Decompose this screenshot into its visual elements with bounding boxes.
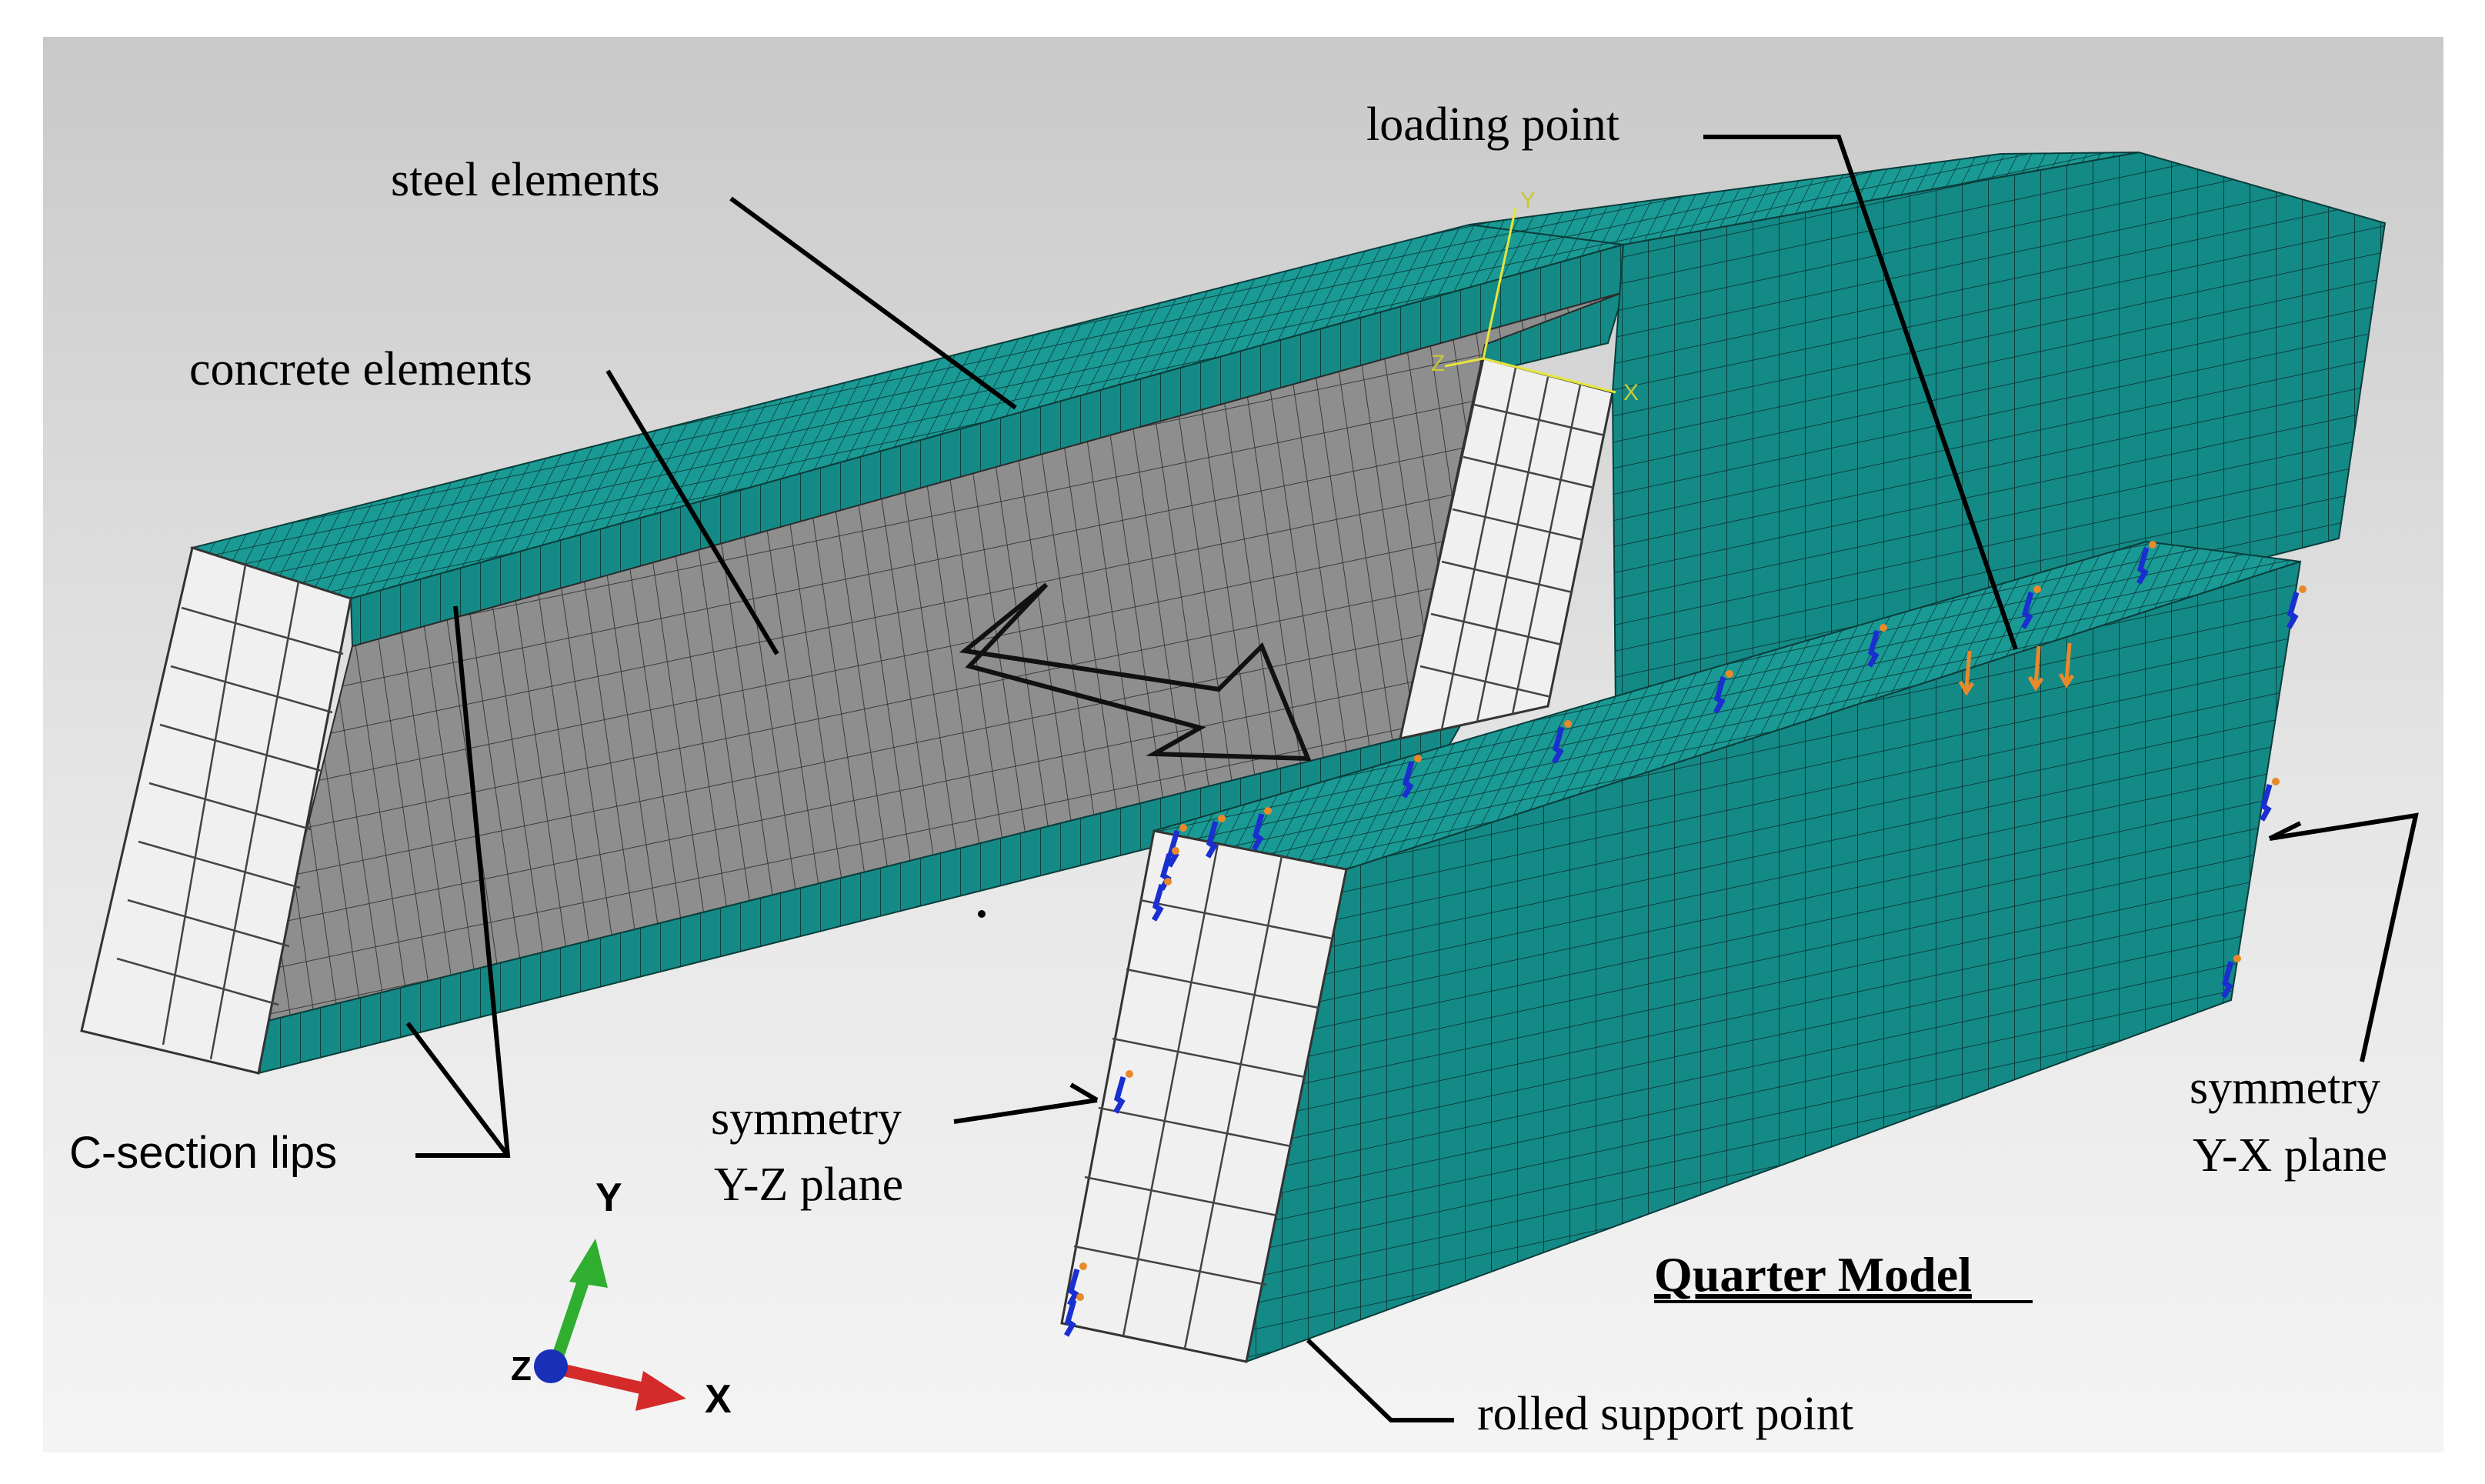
- beam-end-face: [80, 546, 352, 1075]
- leader-lines: [405, 135, 2419, 1422]
- triad-x-shaft: [552, 1362, 655, 1397]
- bc-constraint-marker: [1112, 1076, 1126, 1114]
- loading-leader: [1703, 135, 2018, 650]
- model-coordinate-axes: [1444, 207, 1616, 394]
- label-symmetry-yz-1: symmetry: [711, 1092, 902, 1145]
- bc-constraint-marker: [1401, 761, 1415, 799]
- bc-node-marker: [1179, 824, 1187, 832]
- model-axis-z-label: Z: [1431, 351, 1445, 376]
- bc-constraint-marker: [1063, 1299, 1077, 1337]
- bc-node-marker: [2233, 955, 2241, 962]
- bc-constraint-marker: [1066, 1269, 1080, 1306]
- bc-constraint-marker: [2286, 592, 2300, 629]
- label-rolled-support-point: rolled support point: [1477, 1388, 1853, 1440]
- model-axis-y-label: Y: [1520, 188, 1536, 213]
- bc-constraint-marker: [2136, 547, 2150, 585]
- exploded-view-arrow: [959, 582, 1312, 762]
- symmetry-yz-leader: [953, 1098, 1098, 1124]
- concrete-leader: [605, 369, 779, 655]
- bc-node-marker: [2272, 778, 2280, 785]
- bc-node-marker: [1414, 755, 1422, 762]
- triad-z-dot: [534, 1349, 568, 1383]
- bc-node-marker: [2033, 585, 2041, 593]
- triad-y-label: Y: [595, 1176, 622, 1220]
- bc-constraint-marker: [1551, 726, 1565, 764]
- quarter-model-beam: [1060, 540, 2302, 1363]
- stray-dot: [978, 910, 986, 918]
- bc-node-marker: [2299, 585, 2307, 593]
- symmetry-yx-leader: [2269, 812, 2419, 1062]
- bc-constraint-marker: [1866, 630, 1880, 668]
- bc-constraint-marker: [1205, 821, 1219, 859]
- steel-upper-lip: [349, 243, 1624, 648]
- bc-node-marker: [1076, 1293, 1084, 1301]
- label-quarter-model: Quarter Model: [1654, 1247, 1972, 1302]
- bc-node-marker: [2149, 541, 2156, 549]
- label-c-section-lips: C-section lips: [69, 1128, 337, 1178]
- bc-node-marker: [1126, 1070, 1133, 1078]
- load-arrow-marker: [2058, 642, 2075, 689]
- triad-x-label: X: [705, 1377, 732, 1422]
- bc-node-marker: [1079, 1262, 1087, 1270]
- bc-constraint-marker: [1713, 676, 1726, 714]
- label-symmetry-yx-2: Y-X plane: [2193, 1129, 2387, 1182]
- bc-node-marker: [1264, 807, 1272, 815]
- label-loading-point: loading point: [1366, 98, 1619, 151]
- load-arrow-marker: [2027, 645, 2044, 692]
- label-symmetry-yz-2: Y-Z plane: [714, 1159, 903, 1211]
- bc-constraint-marker: [2259, 784, 2273, 822]
- bc-node-marker: [1164, 878, 1172, 885]
- bc-node-marker: [1880, 624, 1887, 632]
- view-triad: [534, 1239, 686, 1411]
- bc-node-marker: [1564, 720, 1572, 728]
- bc-constraint-marker: [1151, 884, 1165, 922]
- steel-leader: [729, 196, 1017, 410]
- bc-node-marker: [1726, 670, 1733, 678]
- full-beam: [80, 223, 1624, 1075]
- bc-constraint-marker: [2020, 592, 2034, 629]
- model-axis-x-label: X: [1623, 380, 1639, 405]
- triad-x-arrowhead: [635, 1371, 686, 1411]
- bc-constraint-marker: [1251, 813, 1265, 851]
- triad-z-label: Z: [511, 1350, 532, 1388]
- triad-y-arrowhead: [569, 1239, 608, 1288]
- bc-node-marker: [1172, 847, 1179, 855]
- bc-constraint-marker: [2220, 961, 2234, 999]
- lips-leader-lower: [405, 1022, 510, 1157]
- label-concrete-elements: concrete elements: [189, 343, 532, 395]
- quarter-end-face: [1060, 829, 1348, 1363]
- support-leader: [1306, 1338, 1454, 1422]
- load-arrow-marker: [1958, 650, 1975, 696]
- boundary-condition-markers: [1063, 541, 2307, 1337]
- label-symmetry-yx-1: symmetry: [2190, 1062, 2380, 1114]
- label-steel-elements: steel elements: [391, 154, 659, 206]
- bc-node-marker: [1218, 815, 1226, 822]
